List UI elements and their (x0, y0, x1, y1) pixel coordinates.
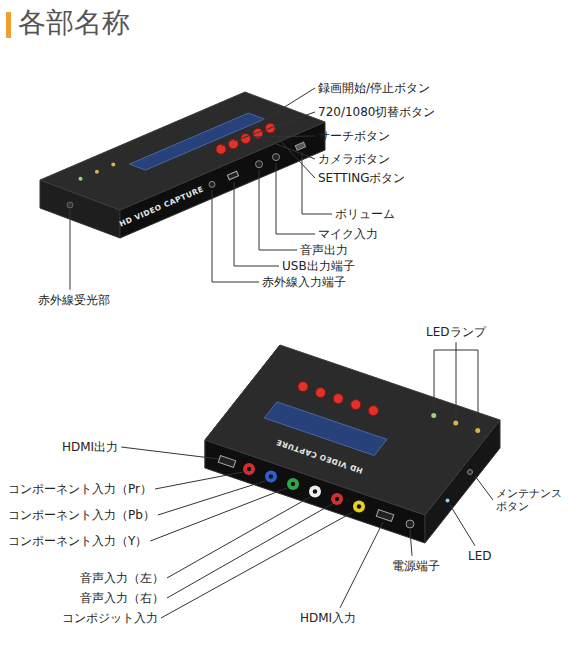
rca-jack (309, 486, 321, 498)
led-dot (79, 177, 83, 181)
rca-jack (243, 463, 255, 475)
leader-line (234, 182, 279, 266)
leader-line (450, 505, 475, 546)
mic-jack (273, 154, 280, 161)
part-label: 赤外線入力端子 (262, 275, 346, 289)
title-text: 各部名称 (18, 6, 130, 40)
lcd-screen (130, 113, 265, 170)
hdmi-port (376, 510, 393, 522)
part-label: 720/1080切替ボタン (318, 105, 436, 119)
button (368, 406, 378, 416)
leader-line (161, 512, 353, 618)
part-label: 音声入力（右） (80, 591, 164, 605)
volume-wheel (295, 142, 305, 150)
part-label: ボリューム (335, 207, 395, 221)
part-label: マイク入力 (318, 227, 378, 241)
part-label: サーチボタン (318, 129, 390, 143)
leader-line (340, 522, 383, 608)
leader-line (70, 210, 71, 290)
part-label: USB出力端子 (282, 259, 355, 273)
part-label: 赤外線受光部 (38, 293, 110, 307)
part-label: LEDランプ (426, 325, 486, 339)
rca-jack (357, 504, 361, 508)
leader-line (250, 136, 315, 137)
part-label: SETTINGボタン (318, 171, 405, 185)
device-print: HD VIDEO CAPTURE (274, 437, 363, 475)
bracket-line (478, 350, 479, 426)
power-jack (406, 520, 414, 528)
part-label: コンポーネント入力（Pb） (8, 508, 155, 522)
part-label: コンポーネント入力（Y） (8, 534, 147, 548)
led-dot (431, 413, 436, 418)
part-label: 音声入力（左） (80, 571, 164, 585)
usb-port (227, 171, 238, 180)
leader-line (121, 447, 219, 459)
leader-line (456, 342, 457, 350)
leader-line (222, 88, 315, 146)
leader-line (212, 190, 259, 282)
rca-jack (335, 497, 339, 501)
leader-line (150, 488, 287, 541)
part-label: HDMI入力 (300, 611, 356, 625)
led-dot (453, 421, 458, 426)
leader-line (410, 530, 412, 556)
leader-line (276, 163, 315, 234)
bracket-line (456, 350, 457, 418)
rca-jack (331, 493, 343, 505)
part-label: カメラボタン (318, 152, 390, 166)
device-top (205, 345, 500, 515)
led-dot (111, 163, 115, 167)
audio-jack (256, 161, 263, 168)
button (333, 394, 343, 404)
rca-jack (291, 482, 295, 486)
part-label: メンテナンスボタン (496, 487, 562, 513)
led-dot (95, 170, 99, 174)
rca-jack (247, 467, 251, 471)
button (316, 388, 326, 398)
part-label: 音声出力 (300, 243, 348, 257)
part-label: コンポーネント入力（Pr） (8, 482, 152, 496)
leader-line (234, 112, 315, 141)
hdmi-port (218, 456, 235, 468)
part-label: LED (468, 549, 492, 563)
rca-jack (313, 489, 317, 493)
title-bar (6, 12, 11, 38)
leader-line (167, 497, 310, 578)
leader-line (155, 472, 243, 489)
ir-jack (209, 181, 215, 187)
record-button (216, 144, 226, 154)
part-label: 電源端子 (392, 559, 440, 573)
ir-receiver (67, 202, 73, 208)
leader-line (259, 170, 297, 250)
led-dot (446, 499, 450, 503)
device-print: HD VIDEO CAPTURE (117, 184, 204, 228)
bracket-line (434, 350, 435, 411)
leader-line (158, 481, 265, 515)
maintenance-button (468, 470, 473, 475)
part-label: 録画開始/停止ボタン (318, 81, 430, 95)
button (351, 400, 361, 410)
leader-line (273, 133, 315, 178)
leader-line (167, 504, 332, 598)
rca-jack (287, 478, 299, 490)
rca-jack (265, 471, 277, 483)
part-label: コンポジット入力 (62, 611, 158, 625)
button (298, 382, 308, 392)
leader-line (475, 476, 493, 500)
rca-jack (269, 474, 273, 478)
rca-jack (353, 501, 365, 513)
part-label: HDMI出力 (62, 440, 118, 454)
led-dot (475, 428, 480, 433)
